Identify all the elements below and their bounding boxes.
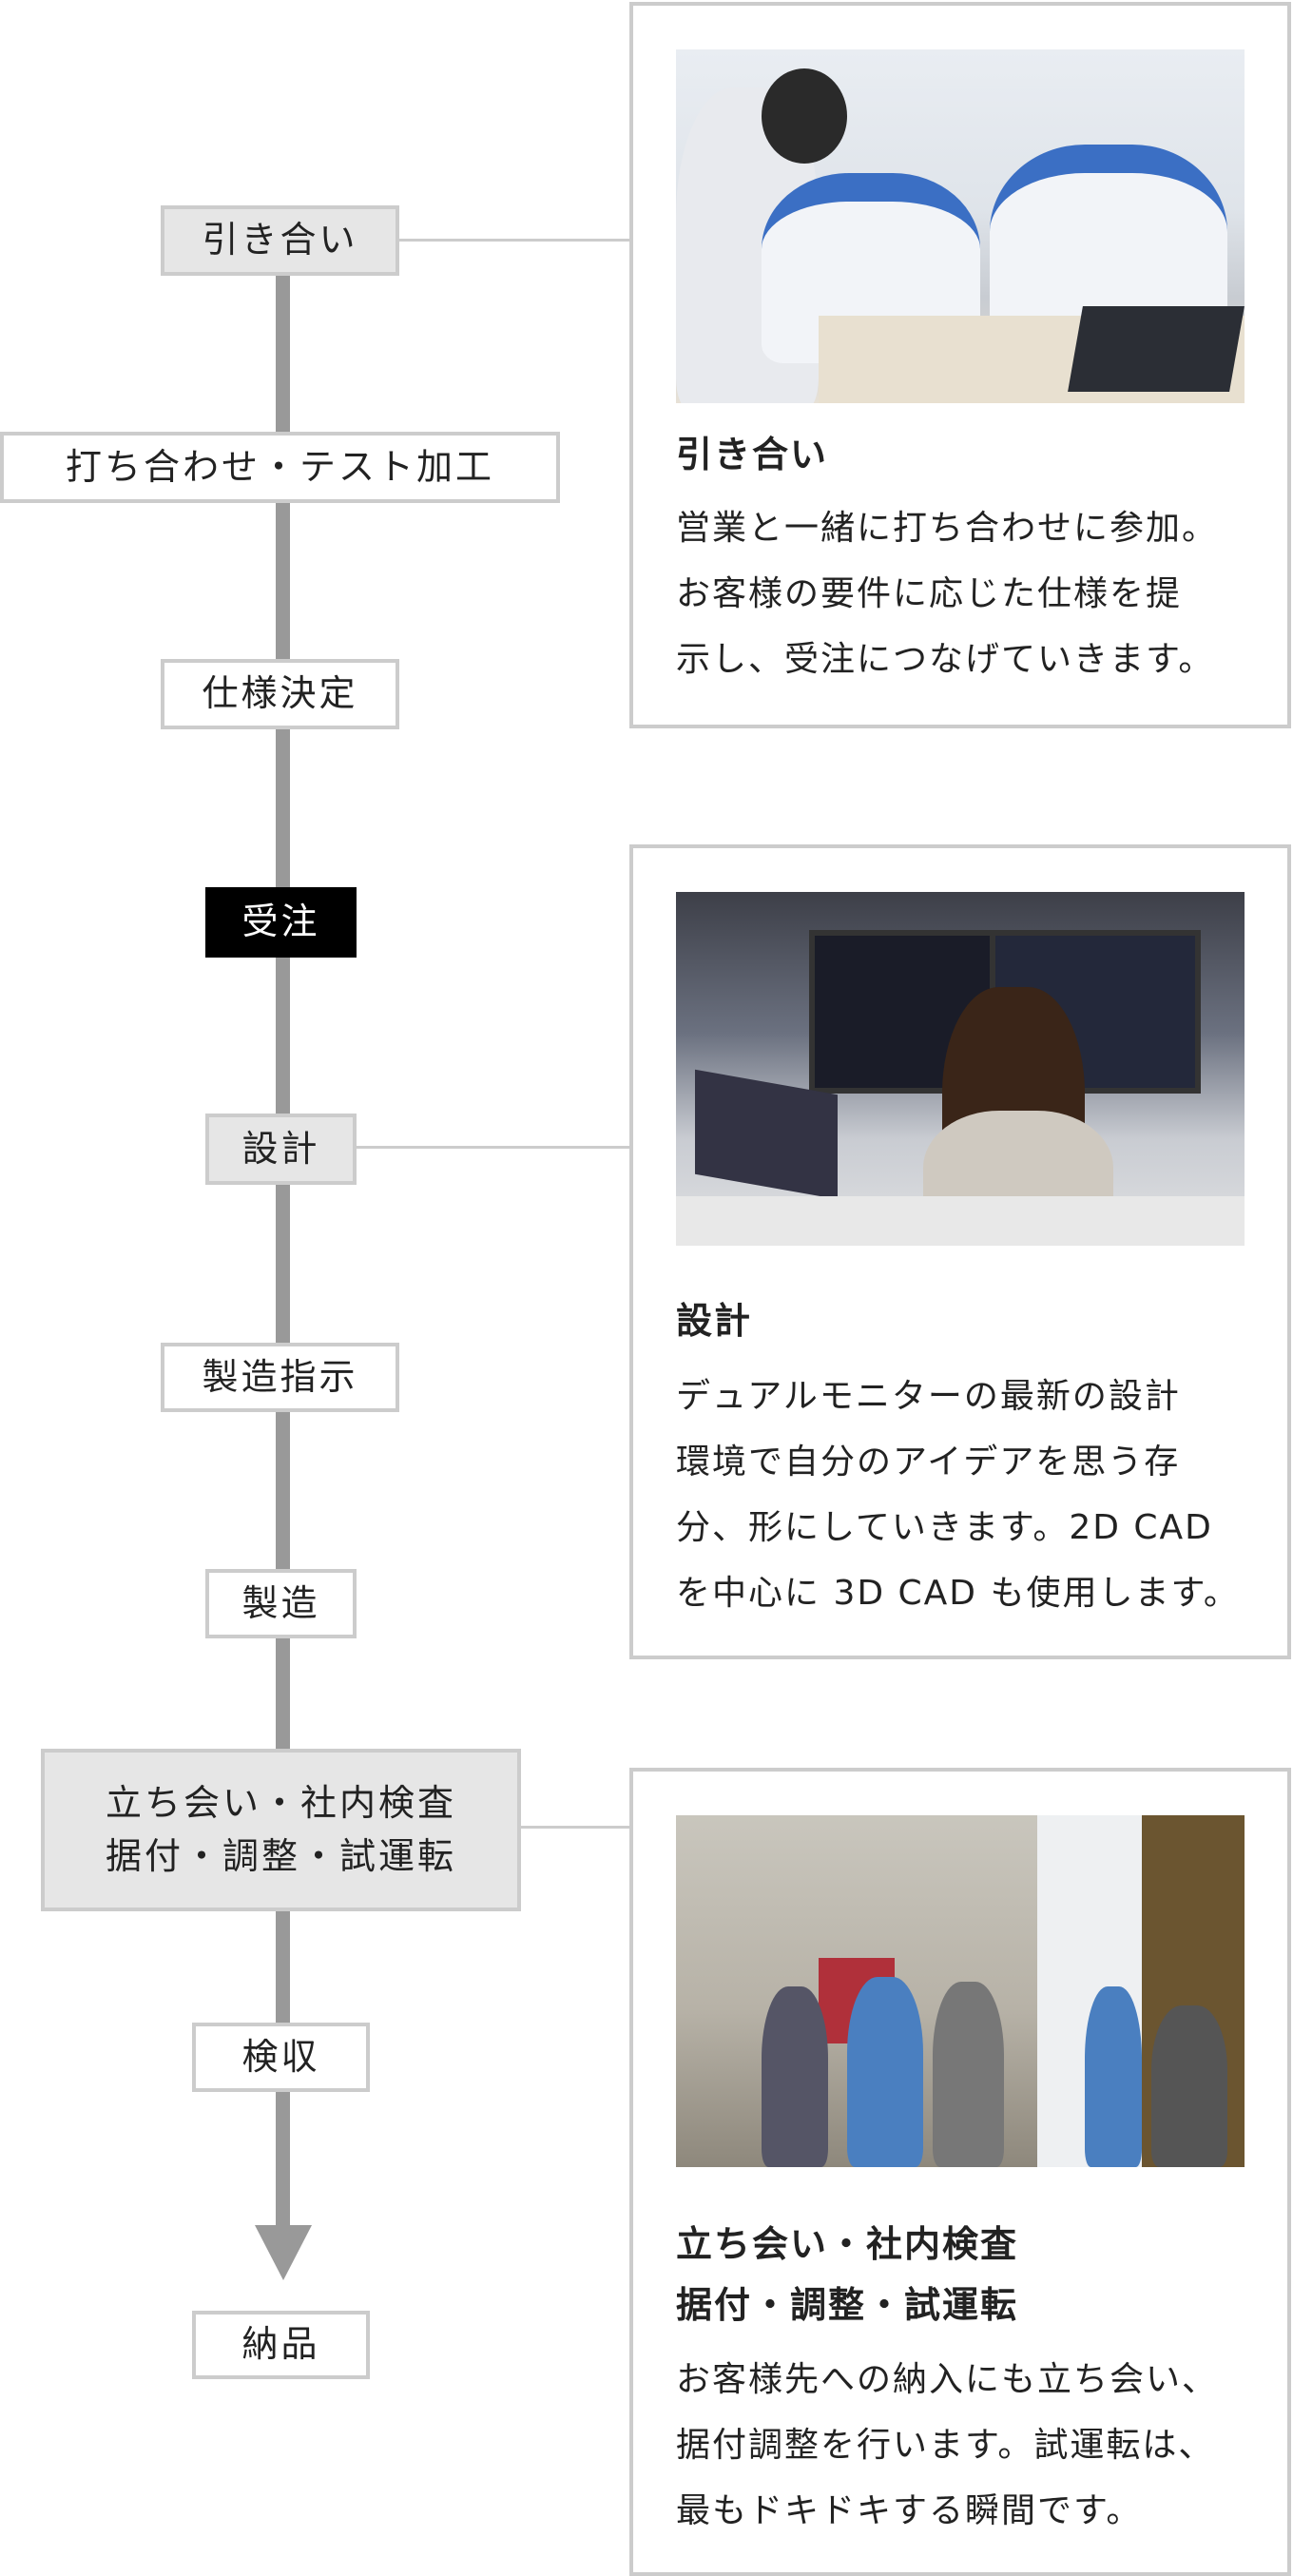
card-tachiai: 立ち会い・社内検査 据付・調整・試運転 お客様先への納入にも立ち会い、 据付調整… bbox=[629, 1768, 1291, 2576]
card-title: 立ち会い・社内検査 据付・調整・試運転 bbox=[676, 2223, 1019, 2326]
card-sekkei: 設計 デュアルモニターの最新の設計 環境で自分のアイデアを思う存 分、形にしてい… bbox=[629, 844, 1291, 1659]
step-juchu: 受注 bbox=[205, 887, 357, 958]
installation-photo bbox=[676, 1815, 1245, 2167]
step-shiyou-kettei: 仕様決定 bbox=[161, 659, 399, 729]
card-hikiai: 引き合い 営業と一緒に打ち合わせに参加。 お客様の要件に応じた仕様を提 示し、受… bbox=[629, 2, 1291, 728]
cad-workstation-photo bbox=[676, 892, 1245, 1246]
card-title: 設計 bbox=[676, 1300, 753, 1342]
card-body: お客様先への納入にも立ち会い、 据付調整を行います。試運転は、 最もドキドキする… bbox=[676, 2360, 1219, 2530]
connector-hikiai bbox=[399, 239, 629, 242]
step-uchiawase: 打ち合わせ・テスト加工 bbox=[0, 432, 560, 503]
flow-line bbox=[276, 205, 290, 2231]
step-sekkei: 設計 bbox=[205, 1114, 357, 1185]
card-title: 引き合い bbox=[676, 434, 829, 475]
connector-tachiai bbox=[521, 1826, 629, 1829]
step-hikiai: 引き合い bbox=[161, 205, 399, 276]
arrow-down-icon bbox=[255, 2225, 312, 2280]
step-nouhin: 納品 bbox=[192, 2311, 370, 2379]
step-seizou-shiji: 製造指示 bbox=[161, 1343, 399, 1412]
card-body: デュアルモニターの最新の設計 環境で自分のアイデアを思う存 分、形にしていきます… bbox=[676, 1377, 1240, 1613]
step-kenshu: 検収 bbox=[192, 2023, 370, 2092]
card-body: 営業と一緒に打ち合わせに参加。 お客様の要件に応じた仕様を提 示し、受注につなげ… bbox=[676, 509, 1219, 679]
step-seizou: 製造 bbox=[205, 1569, 357, 1638]
connector-sekkei bbox=[357, 1146, 629, 1149]
step-tachiai: 立ち会い・社内検査 据付・調整・試運転 bbox=[41, 1749, 521, 1911]
meeting-photo bbox=[676, 49, 1245, 403]
